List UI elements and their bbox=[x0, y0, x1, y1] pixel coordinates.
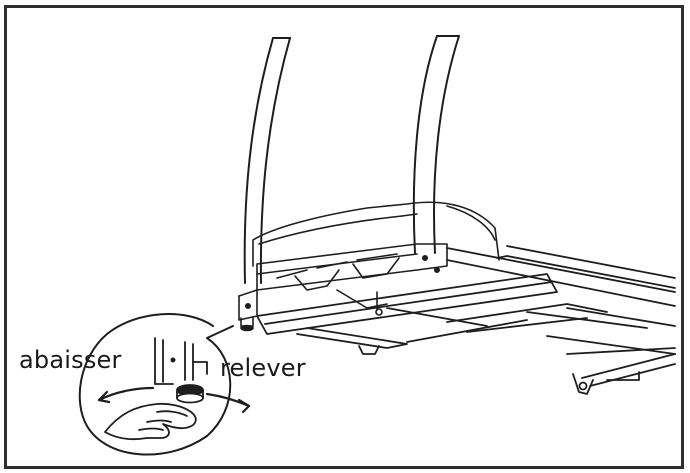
leveling-foot bbox=[240, 317, 254, 332]
side-rails bbox=[446, 245, 676, 307]
base-frame bbox=[256, 273, 676, 395]
raise-label: relever bbox=[220, 354, 306, 382]
rotate-arrow-icon bbox=[97, 386, 251, 414]
treadmill-illustration bbox=[78, 35, 676, 456]
foot-bracket-detail bbox=[154, 337, 208, 404]
front-frame bbox=[238, 243, 448, 321]
motor-hood bbox=[252, 201, 500, 267]
detail-callout bbox=[78, 313, 234, 456]
diagram-frame: abaisser relever bbox=[4, 5, 684, 469]
upright-posts bbox=[243, 35, 460, 284]
lower-label: abaisser bbox=[19, 346, 122, 374]
hand-icon bbox=[104, 402, 197, 440]
